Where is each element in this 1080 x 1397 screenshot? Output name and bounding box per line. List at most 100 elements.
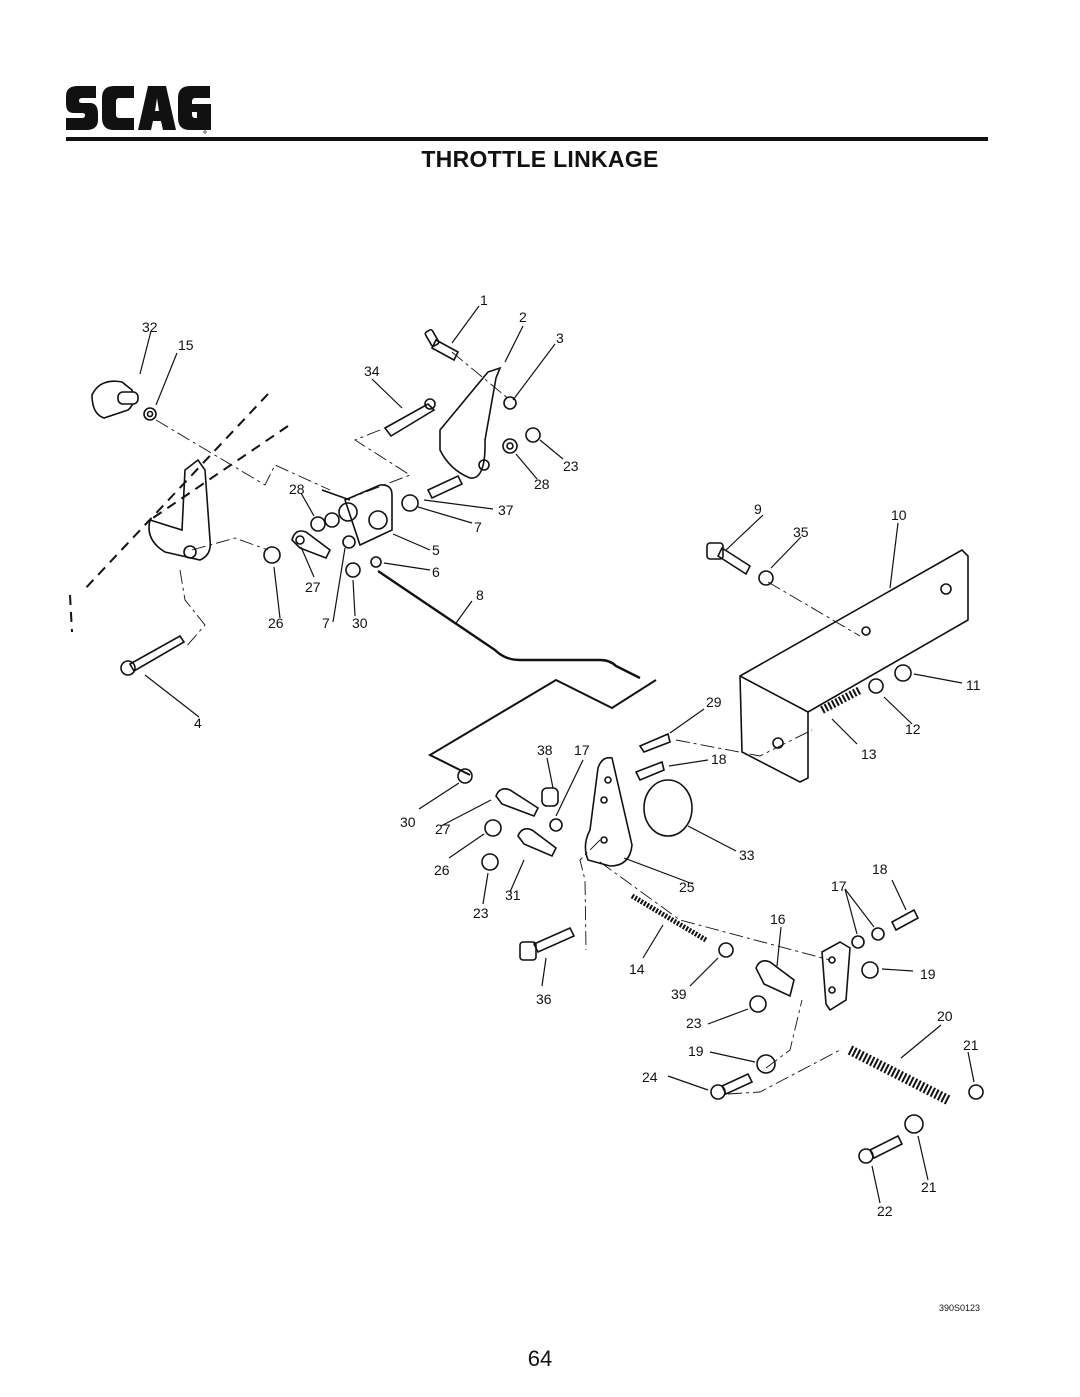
washer-28-left-a <box>310 516 326 532</box>
callout-18: 18 <box>711 751 727 767</box>
callout-3: 3 <box>556 330 564 346</box>
callout-35: 35 <box>793 524 809 540</box>
callout-labels: 1 2 3 32 15 34 23 28 28 37 7 5 6 27 7 26… <box>142 292 981 1219</box>
nut-23-mid <box>481 853 499 871</box>
bolt-34 <box>383 398 436 438</box>
throttle-rod-8 <box>377 570 641 680</box>
callout-23: 23 <box>686 1015 702 1031</box>
bracket-10 <box>739 549 969 783</box>
pedal-arm <box>148 458 212 561</box>
callout-33: 33 <box>739 847 755 863</box>
callout-19: 19 <box>920 966 936 982</box>
rod-end-27-top <box>291 530 332 560</box>
callout-36: 36 <box>536 991 552 1007</box>
washer-28-left-b <box>324 512 340 528</box>
callout-4: 4 <box>194 715 202 731</box>
sleeve-37 <box>426 474 464 500</box>
washer-12 <box>868 678 884 694</box>
callout-39: 39 <box>671 986 687 1002</box>
spring-20 <box>847 1045 951 1105</box>
callout-14: 14 <box>629 961 645 977</box>
frame-outline <box>69 393 289 633</box>
figure-id: 390S0123 <box>939 1303 981 1313</box>
callout-28: 28 <box>289 481 305 497</box>
washer-17-right-a <box>851 935 865 949</box>
bolt-36 <box>519 926 576 961</box>
callout-7: 7 <box>474 519 482 535</box>
bolt-4 <box>120 634 186 676</box>
callout-34: 34 <box>364 363 380 379</box>
callout-2: 2 <box>519 309 527 325</box>
callout-9: 9 <box>754 501 762 517</box>
callout-32: 32 <box>142 319 158 335</box>
bracket-2 <box>439 366 502 479</box>
nut-26-mid <box>484 819 502 837</box>
callout-26: 26 <box>434 862 450 878</box>
callout-22: 22 <box>877 1203 893 1219</box>
callout-11: 11 <box>966 677 981 693</box>
callout-29: 29 <box>706 694 722 710</box>
spring-13 <box>820 686 862 714</box>
nut-23-low <box>749 995 767 1013</box>
callout-30: 30 <box>400 814 416 830</box>
callout-15: 15 <box>178 337 194 353</box>
bolt-18-right <box>890 908 920 932</box>
callout-28: 28 <box>534 476 550 492</box>
callout-17: 17 <box>831 878 847 894</box>
nut-30-top <box>345 562 361 578</box>
spring-bracket <box>821 941 851 1012</box>
rod-end-27-mid <box>495 788 540 818</box>
bolt-24 <box>710 1072 754 1100</box>
clip-6 <box>370 556 382 568</box>
callout-12: 12 <box>905 721 921 737</box>
callout-27: 27 <box>305 579 321 595</box>
callout-20: 20 <box>937 1008 953 1024</box>
washer-35 <box>758 570 774 586</box>
washer-17-mid <box>549 818 563 832</box>
disc-33 <box>643 779 693 837</box>
bolt-9 <box>706 542 752 576</box>
callout-16: 16 <box>770 911 786 927</box>
callout-7: 7 <box>322 615 330 631</box>
nut-23-top <box>525 427 541 443</box>
callout-8: 8 <box>476 587 484 603</box>
washer-17-right-b <box>871 927 885 941</box>
nut-11 <box>894 664 912 682</box>
callout-1: 1 <box>480 292 488 308</box>
callout-21: 21 <box>921 1179 937 1195</box>
washer-28-top <box>502 438 518 454</box>
nut-26-top <box>263 546 281 564</box>
nut-39 <box>718 942 734 958</box>
rod-end-16 <box>755 960 795 998</box>
bushing-5 <box>342 535 356 549</box>
callout-25: 25 <box>679 879 695 895</box>
bolt-29 <box>638 732 671 753</box>
nut-15 <box>143 407 157 421</box>
callout-21: 21 <box>963 1037 979 1053</box>
bolt-22 <box>858 1134 904 1164</box>
callout-19: 19 <box>688 1043 704 1059</box>
page-title: THROTTLE LINKAGE <box>421 146 659 172</box>
spacer-38 <box>541 787 559 807</box>
nut-21-low <box>904 1114 924 1134</box>
callout-10: 10 <box>891 507 907 523</box>
rod-end-31 <box>517 828 558 858</box>
leader-arrows <box>139 305 975 1204</box>
nut-19-right <box>861 961 879 979</box>
callout-23: 23 <box>473 905 489 921</box>
bolt-1 <box>424 329 460 362</box>
callout-38: 38 <box>537 742 553 758</box>
callout-5: 5 <box>432 542 440 558</box>
callout-37: 37 <box>498 502 514 518</box>
nut-19-low <box>756 1054 776 1074</box>
callout-24: 24 <box>642 1069 658 1085</box>
callout-26: 26 <box>268 615 284 631</box>
callout-23: 23 <box>563 458 579 474</box>
cable-path <box>427 678 657 776</box>
callout-31: 31 <box>505 887 521 903</box>
callout-13: 13 <box>861 746 877 762</box>
scag-logo <box>66 86 211 134</box>
alignment-lines <box>155 351 861 1095</box>
callout-30: 30 <box>352 615 368 631</box>
